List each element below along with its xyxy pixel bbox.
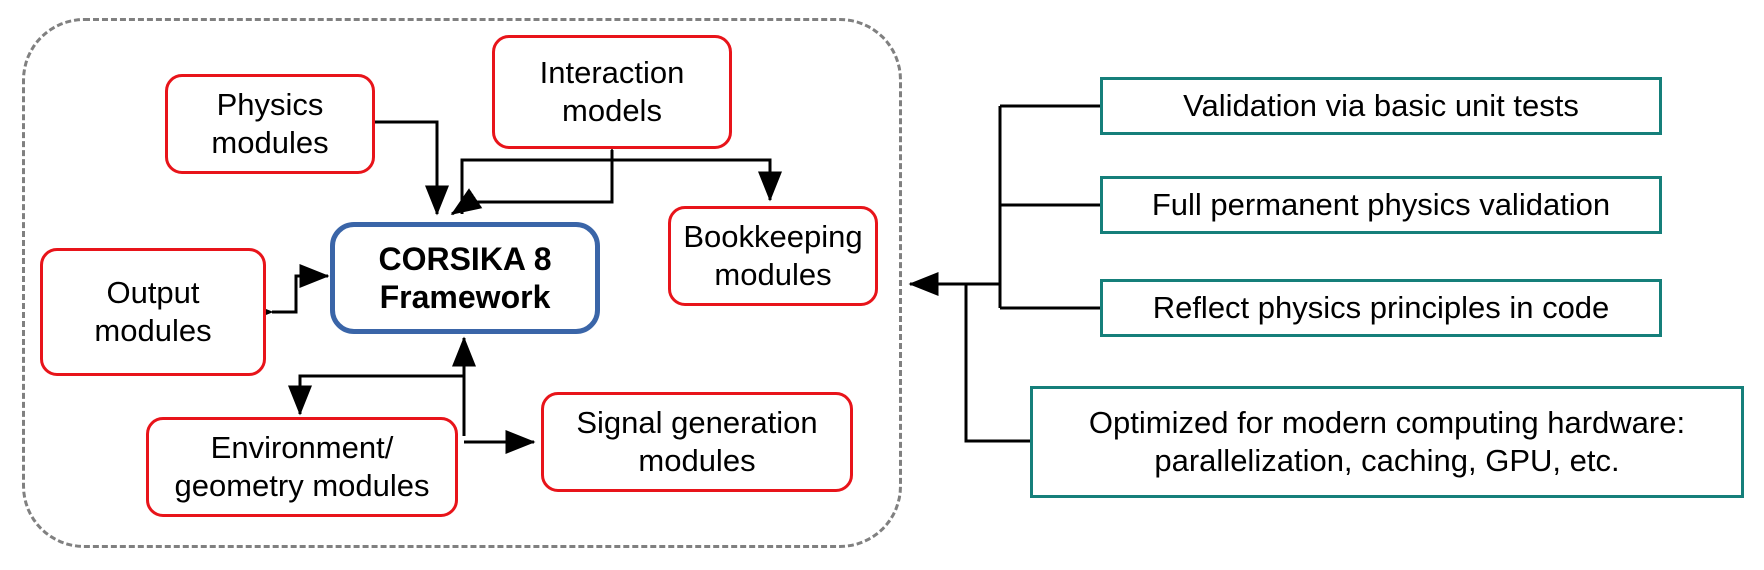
arrow-output-framework [243,264,330,324]
corsika-framework: CORSIKA 8 Framework [330,222,600,334]
principle-hardware-optimization: Optimized for modern computing hardware:… [1030,386,1744,498]
framework-boundary [22,18,902,548]
physics-modules-label: Physics modules [211,87,329,160]
principle-physics-validation: Full permanent physics validation [1100,176,1662,234]
arrow-to-environment [288,374,464,416]
environment-geometry-modules-label: Environment/ geometry modules [174,430,430,503]
arrow-physics-framework [343,110,449,216]
output-modules-label: Output modules [94,275,212,348]
signal-generation-modules: Signal generation modules [541,392,853,492]
output-modules: Output modules [40,248,266,376]
tree-branch-4 [964,284,1030,443]
principle-reflect-physics-label: Reflect physics principles in code [1152,290,1610,325]
bookkeeping-modules-label: Bookkeeping modules [683,219,863,292]
principle-unit-tests: Validation via basic unit tests [1100,77,1662,135]
principle-reflect-physics: Reflect physics principles in code [1100,279,1662,337]
principle-physics-validation-label: Full permanent physics validation [1151,187,1611,222]
interaction-models: Interaction models [492,35,732,149]
physics-modules: Physics modules [165,74,375,174]
signal-generation-modules-label: Signal generation modules [576,405,818,478]
principle-hardware-optimization-label: Optimized for modern computing hardware:… [1088,405,1686,478]
environment-geometry-modules: Environment/ geometry modules [146,417,458,517]
bookkeeping-modules: Bookkeeping modules [668,206,878,306]
corsika-framework-label: CORSIKA 8 Framework [378,241,552,315]
principle-unit-tests-label: Validation via basic unit tests [1183,88,1579,123]
interaction-models-label: Interaction models [539,55,685,128]
line-bus-top [460,158,782,214]
